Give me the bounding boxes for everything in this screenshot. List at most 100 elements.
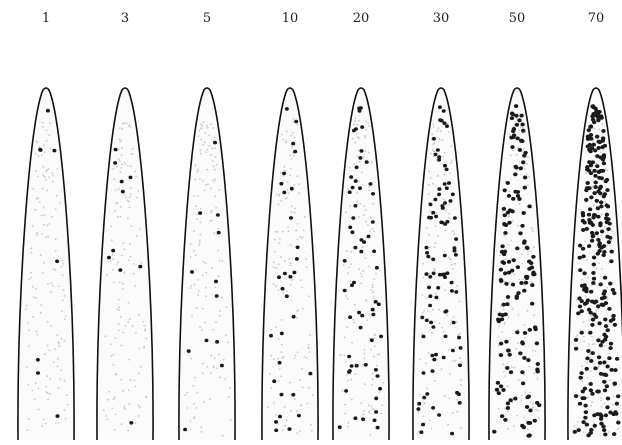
spot-dots xyxy=(416,105,463,436)
speck xyxy=(428,170,431,173)
speck xyxy=(603,402,606,405)
speck xyxy=(142,320,145,323)
spot xyxy=(601,303,606,308)
speck xyxy=(459,384,462,386)
speck xyxy=(362,363,364,366)
spot xyxy=(521,211,526,215)
speck xyxy=(118,148,120,151)
spot xyxy=(519,113,524,118)
speck xyxy=(590,168,593,170)
spot xyxy=(431,406,436,410)
speck xyxy=(275,414,278,417)
spot xyxy=(347,354,352,359)
speck xyxy=(527,184,529,187)
speck xyxy=(592,141,594,144)
speck xyxy=(361,184,364,186)
speck xyxy=(214,168,216,171)
spot-panel: 30 xyxy=(412,11,470,441)
speck xyxy=(116,202,119,205)
speck xyxy=(189,420,192,422)
speck xyxy=(600,406,603,408)
speck xyxy=(41,233,43,236)
spot xyxy=(443,334,448,339)
speck xyxy=(37,387,40,390)
spot xyxy=(527,327,532,332)
spot xyxy=(593,148,598,153)
speck xyxy=(364,134,367,137)
spot xyxy=(358,325,363,330)
speck xyxy=(130,165,132,168)
speck xyxy=(45,385,47,388)
spot xyxy=(604,384,610,389)
speck xyxy=(46,224,49,227)
spot xyxy=(590,322,595,327)
speck xyxy=(456,410,458,413)
spot xyxy=(458,363,462,368)
speck xyxy=(428,246,431,249)
spot xyxy=(525,395,530,400)
speck xyxy=(522,165,524,168)
speck xyxy=(119,171,122,173)
speck xyxy=(590,315,593,317)
speck xyxy=(581,380,584,382)
speck xyxy=(447,131,450,133)
speck xyxy=(118,309,121,311)
speck xyxy=(37,197,39,200)
speck xyxy=(278,194,280,197)
spot xyxy=(505,295,511,299)
speck xyxy=(354,120,356,122)
speck xyxy=(438,322,441,324)
speck xyxy=(299,235,301,238)
spot xyxy=(582,271,587,276)
spot xyxy=(577,255,582,260)
spot xyxy=(592,168,597,173)
speck xyxy=(296,223,299,225)
speck xyxy=(310,423,312,426)
spot xyxy=(308,371,313,376)
speck xyxy=(135,196,138,199)
spot xyxy=(614,401,620,406)
panel-label: 3 xyxy=(121,11,129,26)
speck xyxy=(128,318,131,321)
spot xyxy=(602,337,608,342)
speck xyxy=(50,291,53,293)
spot xyxy=(604,216,609,221)
speck xyxy=(593,127,595,130)
speck xyxy=(123,271,126,274)
speck xyxy=(286,290,288,292)
speck xyxy=(300,404,303,406)
spot xyxy=(291,314,296,319)
speck xyxy=(204,141,206,144)
speck xyxy=(356,123,359,126)
spot xyxy=(594,109,599,114)
speck xyxy=(197,135,200,138)
speck xyxy=(376,353,379,356)
speck xyxy=(122,331,124,334)
speck xyxy=(290,134,293,137)
speck xyxy=(208,134,211,137)
speck xyxy=(203,401,206,403)
spot xyxy=(288,274,293,279)
speck xyxy=(448,258,451,261)
speck xyxy=(502,370,505,373)
speck xyxy=(128,206,131,209)
speck xyxy=(211,266,214,269)
speck xyxy=(345,360,347,363)
speck xyxy=(349,166,351,169)
speck xyxy=(281,133,283,136)
speck xyxy=(529,401,532,404)
speck xyxy=(425,362,427,365)
speck xyxy=(194,164,197,167)
speck xyxy=(196,218,199,221)
speck xyxy=(58,421,60,424)
spot xyxy=(612,432,617,437)
speck xyxy=(460,379,462,382)
spot xyxy=(522,240,527,245)
speck xyxy=(293,357,296,360)
speck xyxy=(282,356,285,358)
spot xyxy=(596,189,601,194)
spot xyxy=(505,401,511,406)
speck xyxy=(59,201,62,204)
speck xyxy=(418,393,421,396)
speck xyxy=(361,246,364,249)
